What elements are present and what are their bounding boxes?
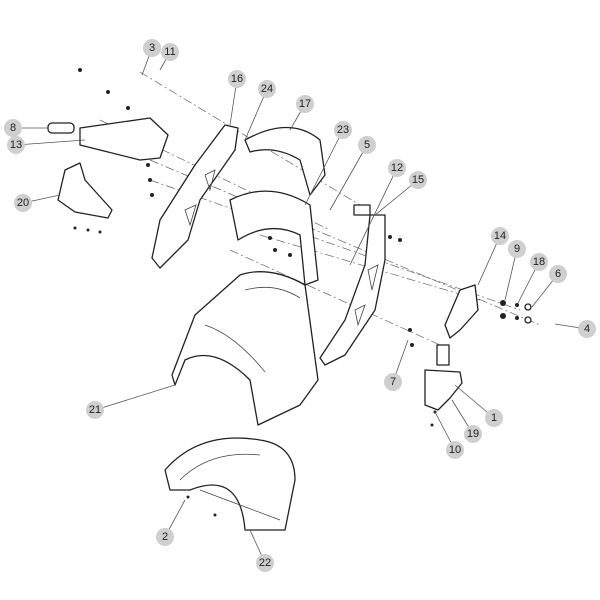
callout-24: 24 [258,80,276,98]
part-side-plate-left [151,124,239,269]
part-footrest-bracket-small [57,162,113,234]
svg-text:10: 10 [449,444,461,456]
part-back-panel [229,190,319,286]
svg-text:12: 12 [391,162,403,174]
svg-text:9: 9 [514,243,520,255]
svg-text:5: 5 [364,139,370,151]
callout-3: 3 [143,39,161,57]
callout-17: 17 [296,95,314,113]
svg-text:11: 11 [164,46,175,58]
callout-1: 1 [485,409,503,427]
callout-10: 10 [446,441,464,459]
callout-23: 23 [334,121,352,139]
callout-19: 19 [464,425,482,443]
callout-5: 5 [358,136,376,154]
svg-text:15: 15 [412,174,424,186]
svg-text:14: 14 [494,230,506,242]
callout-21: 21 [86,401,104,419]
part-hinge-bracket-left [47,68,169,161]
part-bushing [47,122,75,134]
callout-6: 6 [549,265,567,283]
callout-12: 12 [388,159,406,177]
svg-text:3: 3 [149,42,155,54]
callout-2: 2 [156,528,174,546]
svg-text:24: 24 [261,83,273,95]
svg-text:16: 16 [231,73,243,85]
part-knob [353,204,371,216]
callout-18: 18 [530,253,548,271]
svg-text:18: 18 [533,256,545,268]
part-seat [171,271,319,426]
callout-14: 14 [491,227,509,245]
part-spacer [436,344,450,366]
callout-13: 13 [7,136,25,154]
part-footrest [424,369,463,411]
part-side-plate-right [319,204,386,366]
svg-text:4: 4 [584,323,590,335]
svg-text:8: 8 [10,122,16,134]
svg-text:13: 13 [10,139,22,151]
svg-text:23: 23 [337,124,349,136]
svg-text:6: 6 [555,268,561,280]
svg-text:20: 20 [17,197,29,209]
callout-11: 11 [161,43,179,61]
svg-text:1: 1 [491,412,497,424]
callout-20: 20 [14,194,32,212]
callout-9: 9 [508,240,526,258]
callout-16: 16 [228,70,246,88]
svg-text:19: 19 [467,428,479,440]
callout-7: 7 [384,373,402,391]
callout-8: 8 [4,119,22,137]
callout-22: 22 [256,554,274,572]
hardware-center [146,163,414,517]
part-fender [164,437,296,531]
part-rear-cover [244,126,326,196]
callout-4: 4 [578,320,596,338]
svg-text:7: 7 [390,376,396,388]
svg-text:22: 22 [259,557,271,569]
callout-15: 15 [409,171,427,189]
svg-text:17: 17 [299,98,311,110]
svg-text:21: 21 [89,404,101,416]
svg-text:2: 2 [162,531,168,543]
part-pivot-bracket [436,284,479,366]
